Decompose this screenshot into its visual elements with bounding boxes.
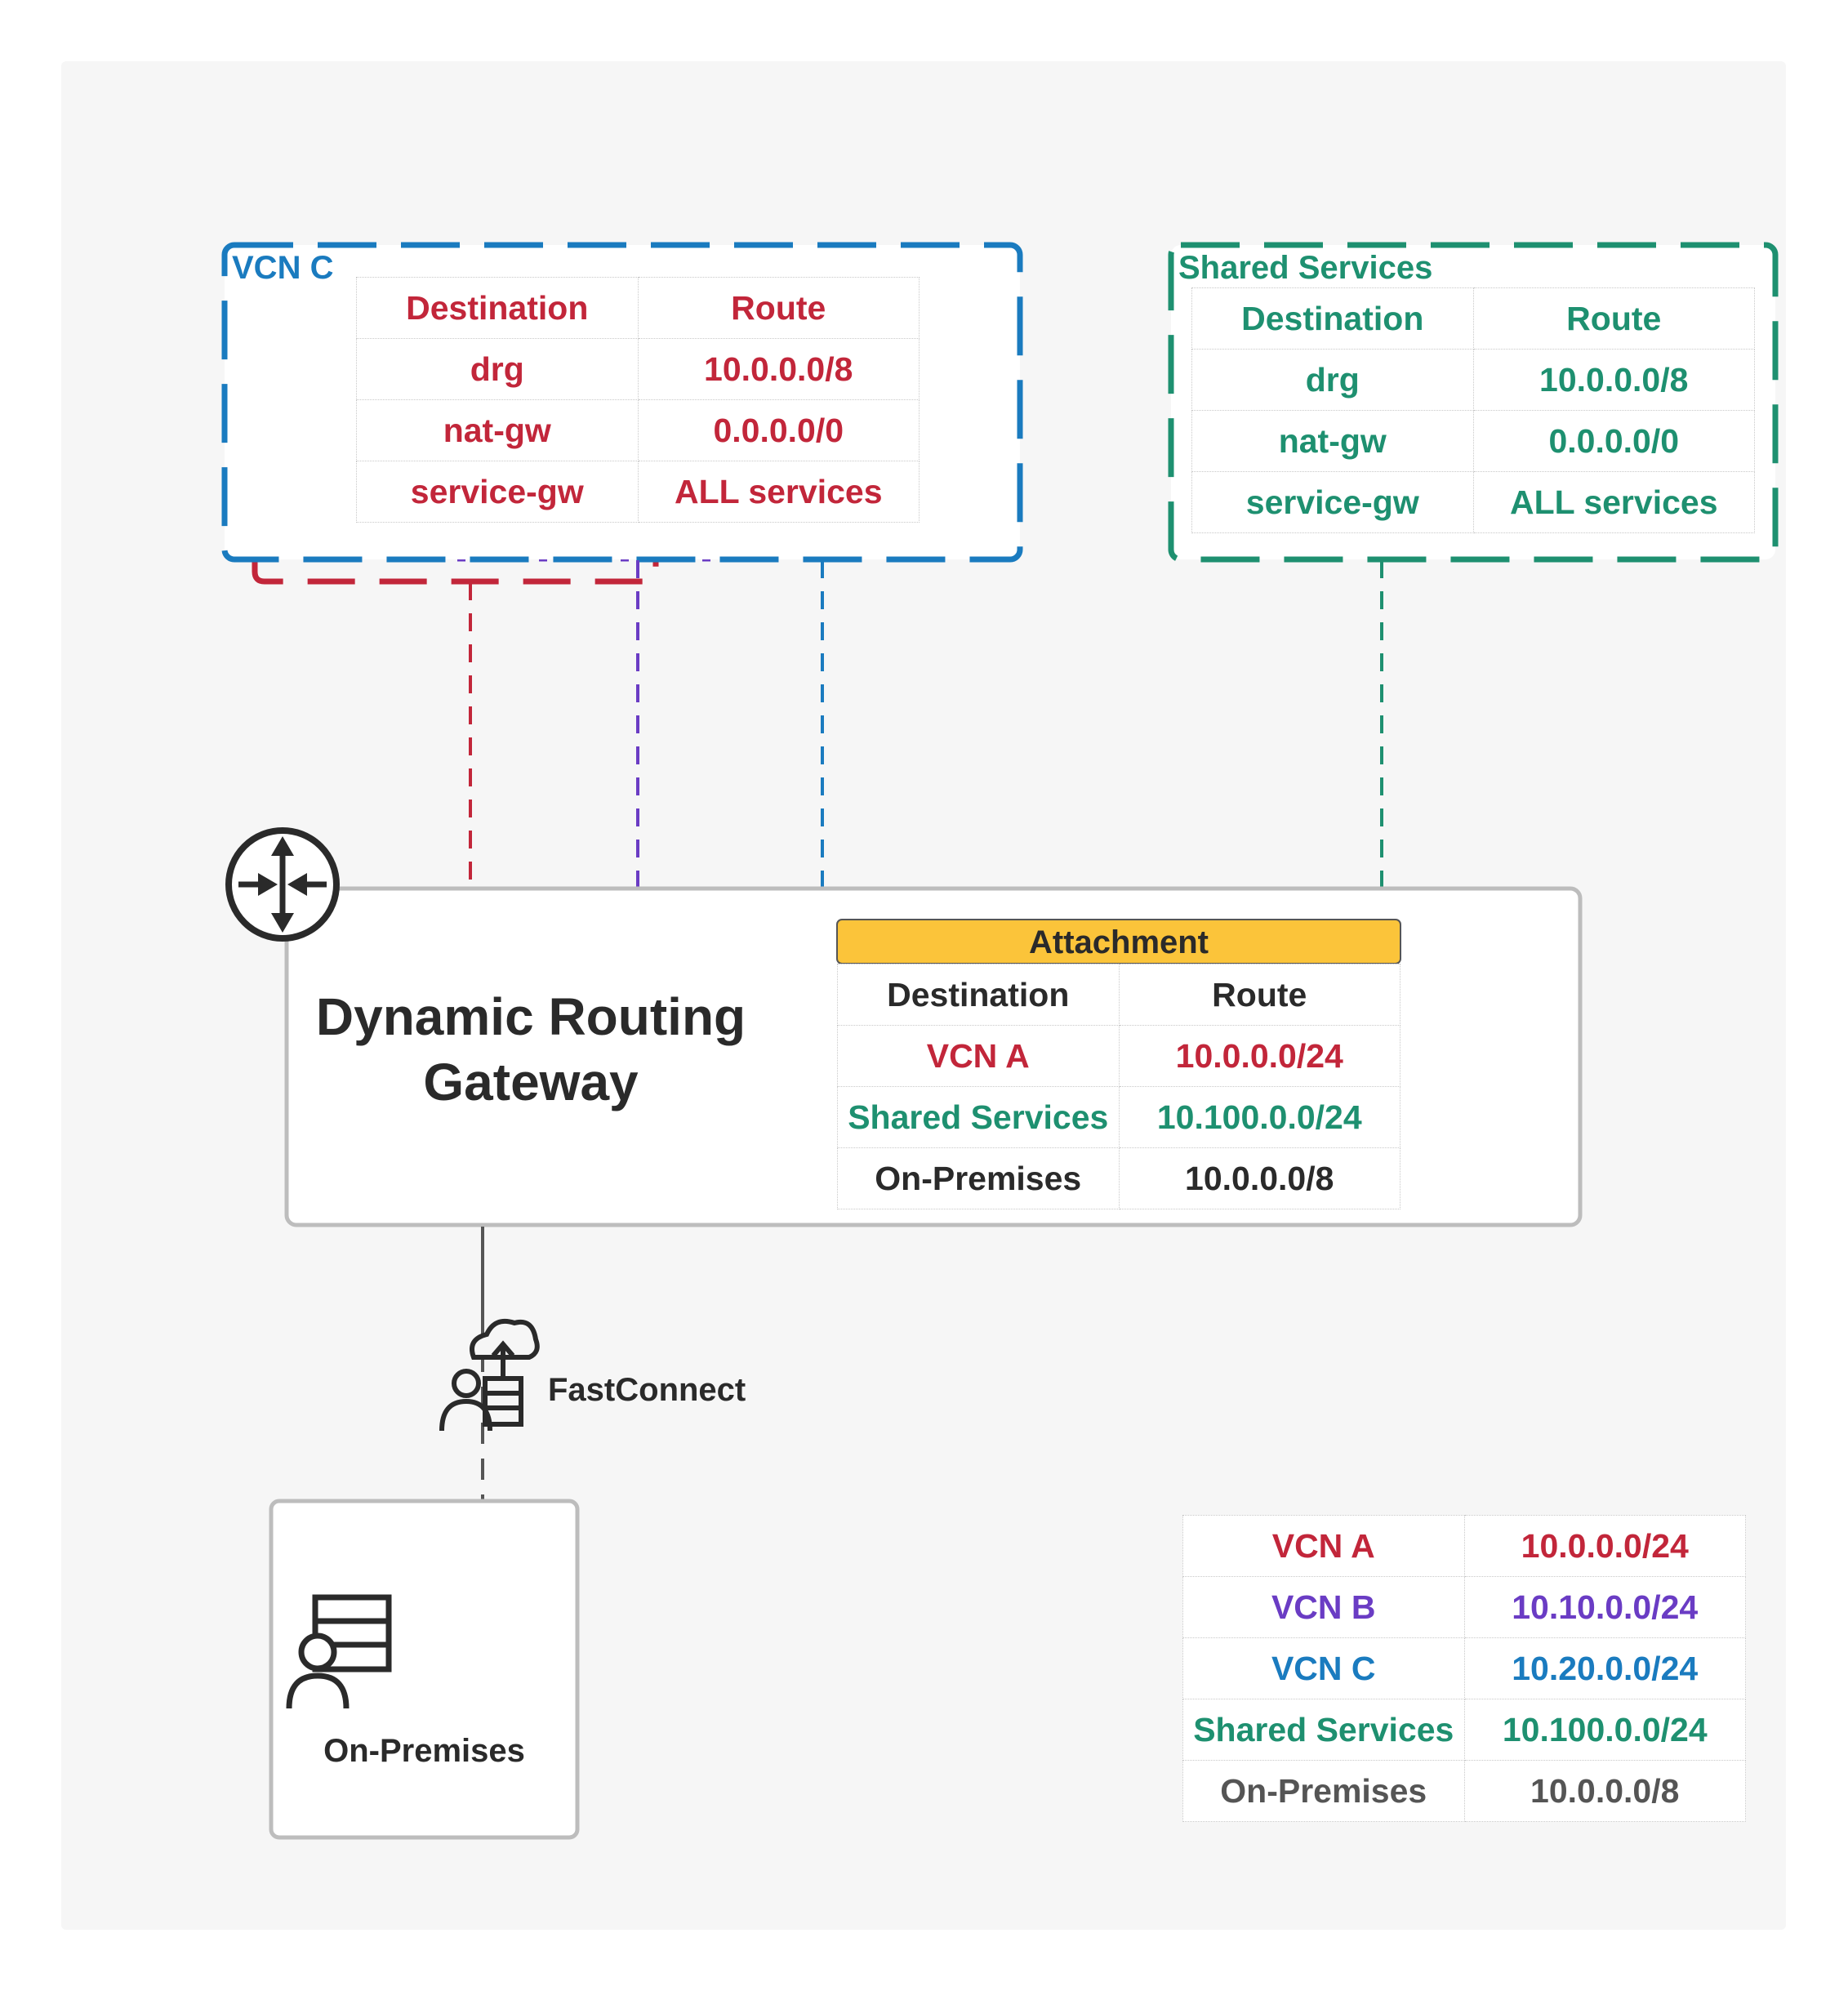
vcn-a-box-outline [252,559,659,585]
header-route: Route [637,277,920,339]
legend-cidr: 10.100.0.0/24 [1463,1699,1746,1761]
cell-route: 10.0.0.0/8 [1118,1147,1400,1209]
legend-name: On-Premises [1182,1760,1465,1822]
cell-destination: drg [1191,349,1474,411]
cell-destination: On-Premises [837,1147,1120,1209]
legend-cidr: 10.10.0.0/24 [1463,1576,1746,1638]
table-row: On-Premises 10.0.0.0/8 [837,1147,1400,1209]
cell-destination: drg [356,338,639,400]
table-row: Destination Route [837,964,1400,1026]
table-row: nat-gw 0.0.0.0/0 [1191,410,1755,472]
table-row: Destination Route [356,277,920,339]
table-row: On-Premises 10.0.0.0/8 [1182,1760,1746,1822]
cell-route: ALL services [1472,471,1755,533]
legend-cidr: 10.0.0.0/8 [1463,1760,1746,1822]
legend-cidr: 10.20.0.0/24 [1463,1637,1746,1699]
fastconnect-icon [439,1318,540,1432]
vcn-c-route-table: Destination Route drg 10.0.0.0/8 nat-gw … [356,277,920,523]
table-row: VCN B 10.10.0.0/24 [1182,1576,1746,1638]
table-row: drg 10.0.0.0/8 [1191,349,1755,411]
header-route: Route [1118,964,1400,1026]
header-destination: Destination [356,277,639,339]
cell-destination: service-gw [1191,471,1474,533]
shared-services-title: Shared Services [1178,250,1433,286]
table-row: service-gw ALL services [1191,471,1755,533]
table-row: VCN A 10.0.0.0/24 [1182,1515,1746,1577]
table-row: Shared Services 10.100.0.0/24 [1182,1699,1746,1761]
cell-route: 10.0.0.0/8 [637,338,920,400]
vcn-c-title: VCN C [232,250,334,286]
on-premises-box [269,1499,580,1840]
drg-attachment-table: Destination Route VCN A 10.0.0.0/24 Shar… [837,964,1400,1209]
table-row: nat-gw 0.0.0.0/0 [356,399,920,461]
table-row: drg 10.0.0.0/8 [356,338,920,400]
on-premises-label: On-Premises [323,1733,525,1769]
table-row: Shared Services 10.100.0.0/24 [837,1086,1400,1148]
header-route: Route [1472,287,1755,350]
cell-destination: nat-gw [356,399,639,461]
legend-name: VCN C [1182,1637,1465,1699]
header-destination: Destination [1191,287,1474,350]
cell-destination: Shared Services [837,1086,1120,1148]
fastconnect-label: FastConnect [548,1372,746,1408]
cell-route: 10.0.0.0/24 [1118,1025,1400,1087]
cell-route: 10.100.0.0/24 [1118,1086,1400,1148]
legend-name: VCN A [1182,1515,1465,1577]
drg-title-line1: Dynamic Routing [315,987,746,1046]
attachment-label: Attachment [1028,924,1209,960]
on-premises-icon [286,1594,392,1709]
drg-title: Dynamic Routing Gateway [302,984,759,1115]
cell-route: 0.0.0.0/0 [637,399,920,461]
cell-route: 10.0.0.0/8 [1472,349,1755,411]
cell-destination: nat-gw [1191,410,1474,472]
table-row: VCN A 10.0.0.0/24 [837,1025,1400,1087]
table-row: VCN C 10.20.0.0/24 [1182,1637,1746,1699]
legend-name: VCN B [1182,1576,1465,1638]
cell-route: 0.0.0.0/0 [1472,410,1755,472]
table-row: service-gw ALL services [356,461,920,523]
shared-services-route-table: Destination Route drg 10.0.0.0/8 nat-gw … [1191,287,1755,533]
cell-destination: service-gw [356,461,639,523]
header-destination: Destination [837,964,1120,1026]
cell-route: ALL services [637,461,920,523]
router-icon [225,827,340,942]
legend-cidr: 10.0.0.0/24 [1463,1515,1746,1577]
legend-name: Shared Services [1182,1699,1465,1761]
cidr-legend-table: VCN A 10.0.0.0/24 VCN B 10.10.0.0/24 VCN… [1182,1515,1746,1822]
table-row: Destination Route [1191,287,1755,350]
cell-destination: VCN A [837,1025,1120,1087]
drg-title-line2: Gateway [423,1053,639,1111]
